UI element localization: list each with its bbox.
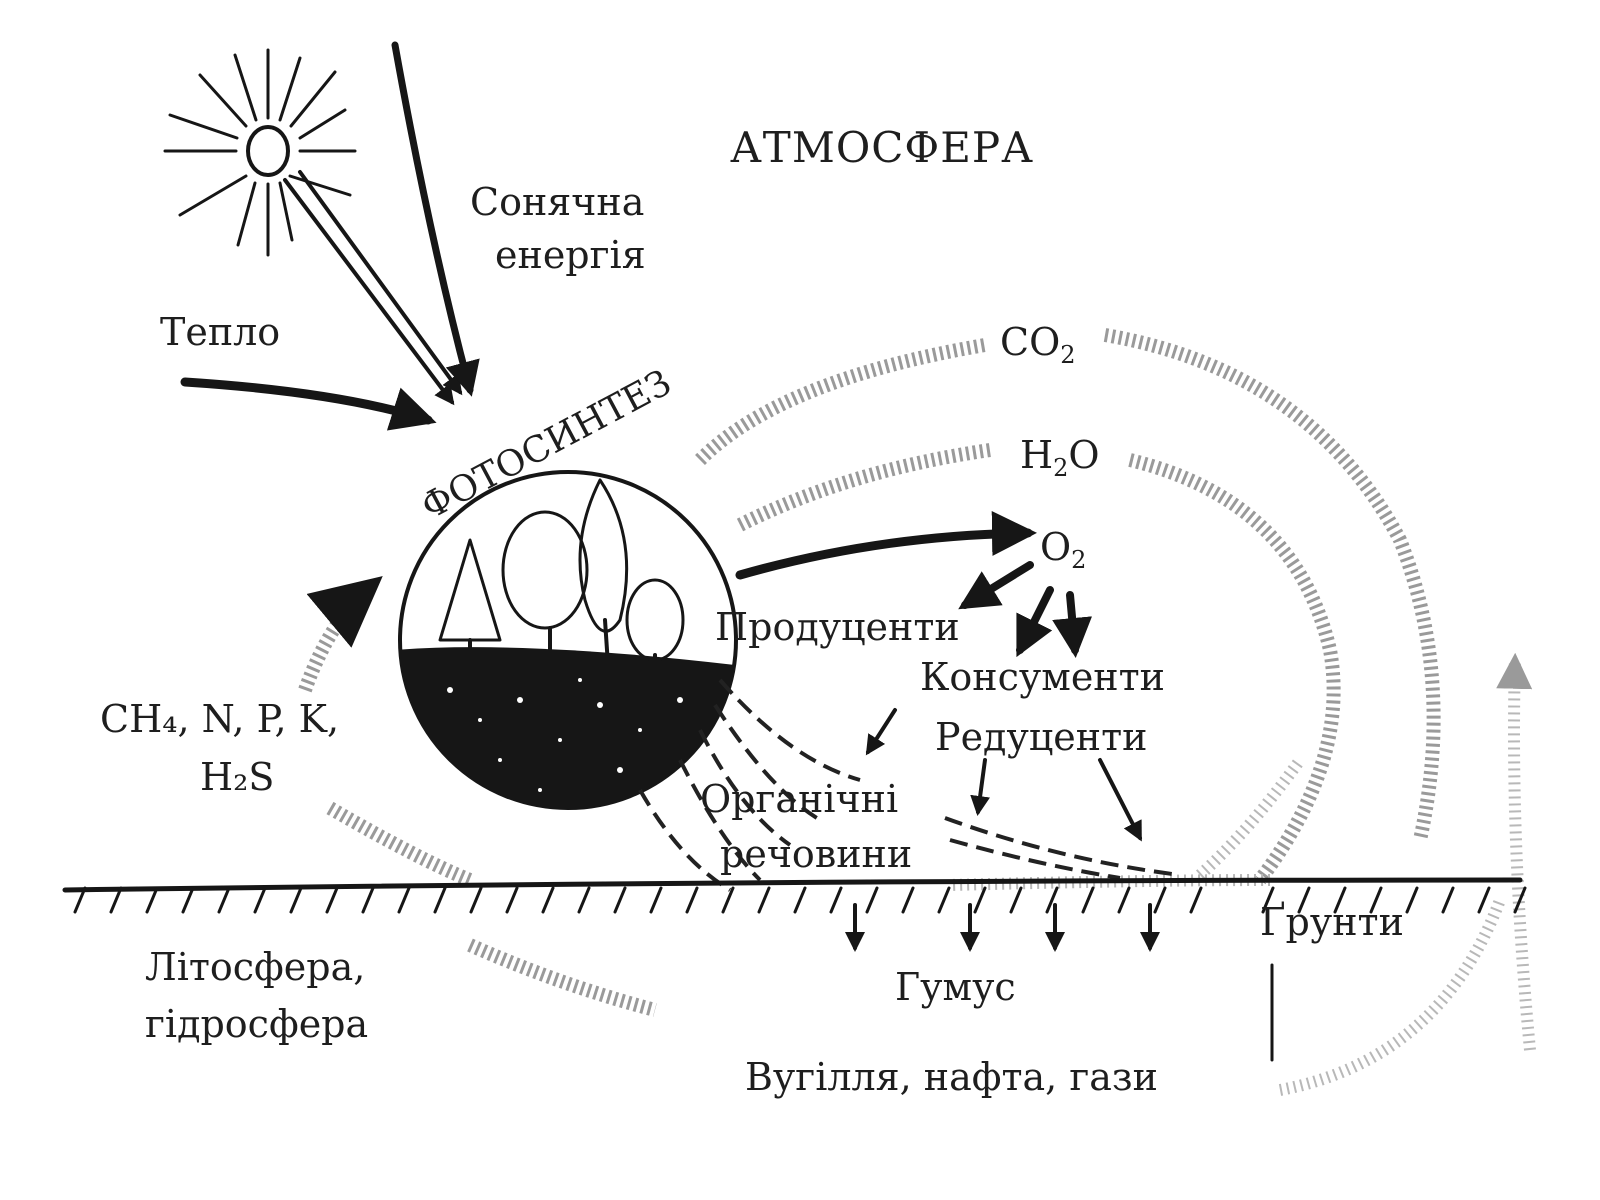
ground-hatch-mark bbox=[1297, 886, 1311, 914]
ground-hatch-mark bbox=[577, 886, 591, 914]
ground-hatch-mark bbox=[361, 886, 375, 914]
o2-label: O2 bbox=[1040, 525, 1086, 574]
solar-energy-label-line1: Сонячна bbox=[470, 180, 644, 224]
ground-hatch-mark bbox=[685, 886, 699, 914]
ground-hatch-mark bbox=[109, 886, 123, 914]
ground-hatch-mark bbox=[217, 886, 231, 914]
h2o-label: H2O bbox=[1020, 433, 1100, 482]
humus-label: Гумус bbox=[895, 965, 1016, 1009]
atmosphere-label: АТМОСФЕРА bbox=[730, 123, 1034, 172]
heat-label: Тепло bbox=[160, 310, 280, 354]
ground-hatch-mark bbox=[1153, 886, 1167, 914]
ground-hatch-mark bbox=[1117, 886, 1131, 914]
ground-hatch-mark bbox=[649, 886, 663, 914]
ground-hatch-mark bbox=[1009, 886, 1023, 914]
sun-icon bbox=[163, 48, 357, 257]
ground-hatch-mark bbox=[865, 886, 879, 914]
lithosphere-label-line1: Літосфера, bbox=[145, 945, 365, 989]
ground-hatch-mark bbox=[289, 886, 303, 914]
solar-energy-label-line2: енергія bbox=[495, 233, 646, 277]
ground-hatch-mark bbox=[253, 886, 267, 914]
ground-hatch-mark bbox=[469, 886, 483, 914]
ground-hatch-mark bbox=[973, 886, 987, 914]
ground-hatch-mark bbox=[1081, 886, 1095, 914]
organic-matter-label-line2: речовини bbox=[720, 832, 912, 876]
ground-hatch-mark bbox=[1513, 886, 1527, 914]
ground-hatch-mark bbox=[901, 886, 915, 914]
ground-hatch-mark bbox=[433, 886, 447, 914]
lithosphere-label-line2: гідросфера bbox=[145, 1002, 368, 1046]
ground-hatch-mark bbox=[757, 886, 771, 914]
ground-hatch-mark bbox=[73, 886, 87, 914]
ground-hatch-mark bbox=[613, 886, 627, 914]
soils-label: Ґрунти bbox=[1260, 900, 1404, 944]
consumers-label: Консументи bbox=[920, 655, 1165, 699]
tree-icon bbox=[438, 478, 685, 672]
lithosphere-arcs bbox=[326, 801, 657, 1017]
ground-hatch-mark bbox=[937, 886, 951, 914]
ground-hatch-mark bbox=[1261, 886, 1275, 914]
ground-hatch-mark bbox=[721, 886, 735, 914]
heat-arrow bbox=[180, 377, 437, 431]
humus-arrows bbox=[845, 903, 1274, 1062]
ground-surface-line bbox=[62, 877, 1527, 914]
ground-hatch-mark bbox=[1189, 886, 1203, 914]
ground-hatch-mark bbox=[1405, 886, 1419, 914]
solar-energy-arrows bbox=[283, 41, 480, 406]
ground-hatch-mark bbox=[541, 886, 555, 914]
producers-label: Продуценти bbox=[715, 605, 960, 649]
co2-label: CO2 bbox=[1000, 320, 1076, 369]
ground-hatch-mark bbox=[1369, 886, 1383, 914]
elements-arrow bbox=[298, 576, 383, 693]
ground-hatch-mark bbox=[1045, 886, 1059, 914]
decomposition-arrows bbox=[865, 708, 1181, 880]
reducers-label: Редуценти bbox=[935, 715, 1147, 759]
organic-matter-label-line1: Органічні bbox=[700, 777, 898, 821]
ground-hatch-mark bbox=[1477, 886, 1491, 914]
oxygen-to-organisms-arrows bbox=[958, 561, 1093, 658]
elements-label-line1: CH₄, N, P, K, bbox=[100, 697, 339, 741]
oxygen-arrow bbox=[735, 510, 1037, 580]
ground-hatch-mark bbox=[181, 886, 195, 914]
elements-label-line2: H₂S bbox=[200, 755, 274, 799]
ground-hatch-mark bbox=[145, 886, 159, 914]
ground-hatch-mark bbox=[1441, 886, 1455, 914]
ground-hatch-mark bbox=[1333, 886, 1347, 914]
ground-hatch-mark bbox=[829, 886, 843, 914]
ground-hatch-mark bbox=[505, 886, 519, 914]
ground-hatch-mark bbox=[397, 886, 411, 914]
cycle-return-arcs bbox=[695, 328, 1536, 1096]
fossil-fuels-label: Вугілля, нафта, гази bbox=[745, 1055, 1158, 1099]
ground-hatch-mark bbox=[793, 886, 807, 914]
ground-hatch-mark bbox=[325, 886, 339, 914]
